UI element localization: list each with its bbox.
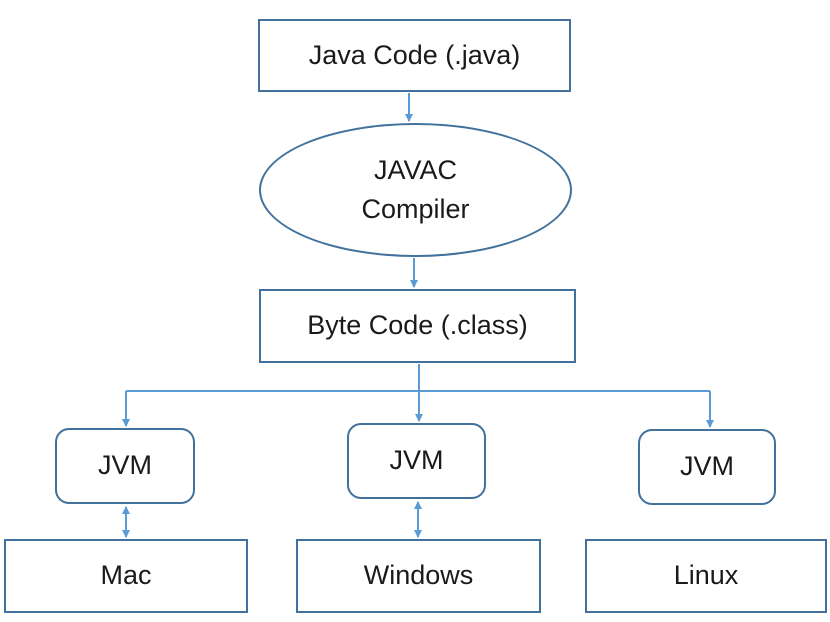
jvm-label: JVM [389, 445, 444, 476]
platform-label: Windows [363, 560, 474, 591]
byte-code-label: Byte Code (.class) [307, 310, 528, 341]
jvm-label: JVM [680, 451, 734, 482]
java-source-label: Java Code (.java) [308, 39, 521, 70]
platform-label: Mac [100, 560, 152, 591]
byte-code-node: Byte Code (.class) [259, 289, 576, 363]
javac-compiler-label: JAVAC Compiler [361, 154, 470, 224]
java-source-node: Java Code (.java) [258, 19, 571, 92]
jvm-node-windows: JVM [347, 423, 486, 499]
platform-node-windows: Windows [296, 539, 541, 613]
jvm-node-linux: JVM [638, 429, 776, 505]
platform-node-linux: Linux [585, 539, 827, 613]
platform-label: Linux [673, 560, 739, 591]
jvm-node-mac: JVM [55, 428, 195, 504]
javac-compiler-node: JAVAC Compiler [259, 123, 572, 257]
jvm-label: JVM [98, 450, 152, 481]
platform-node-mac: Mac [4, 539, 248, 613]
